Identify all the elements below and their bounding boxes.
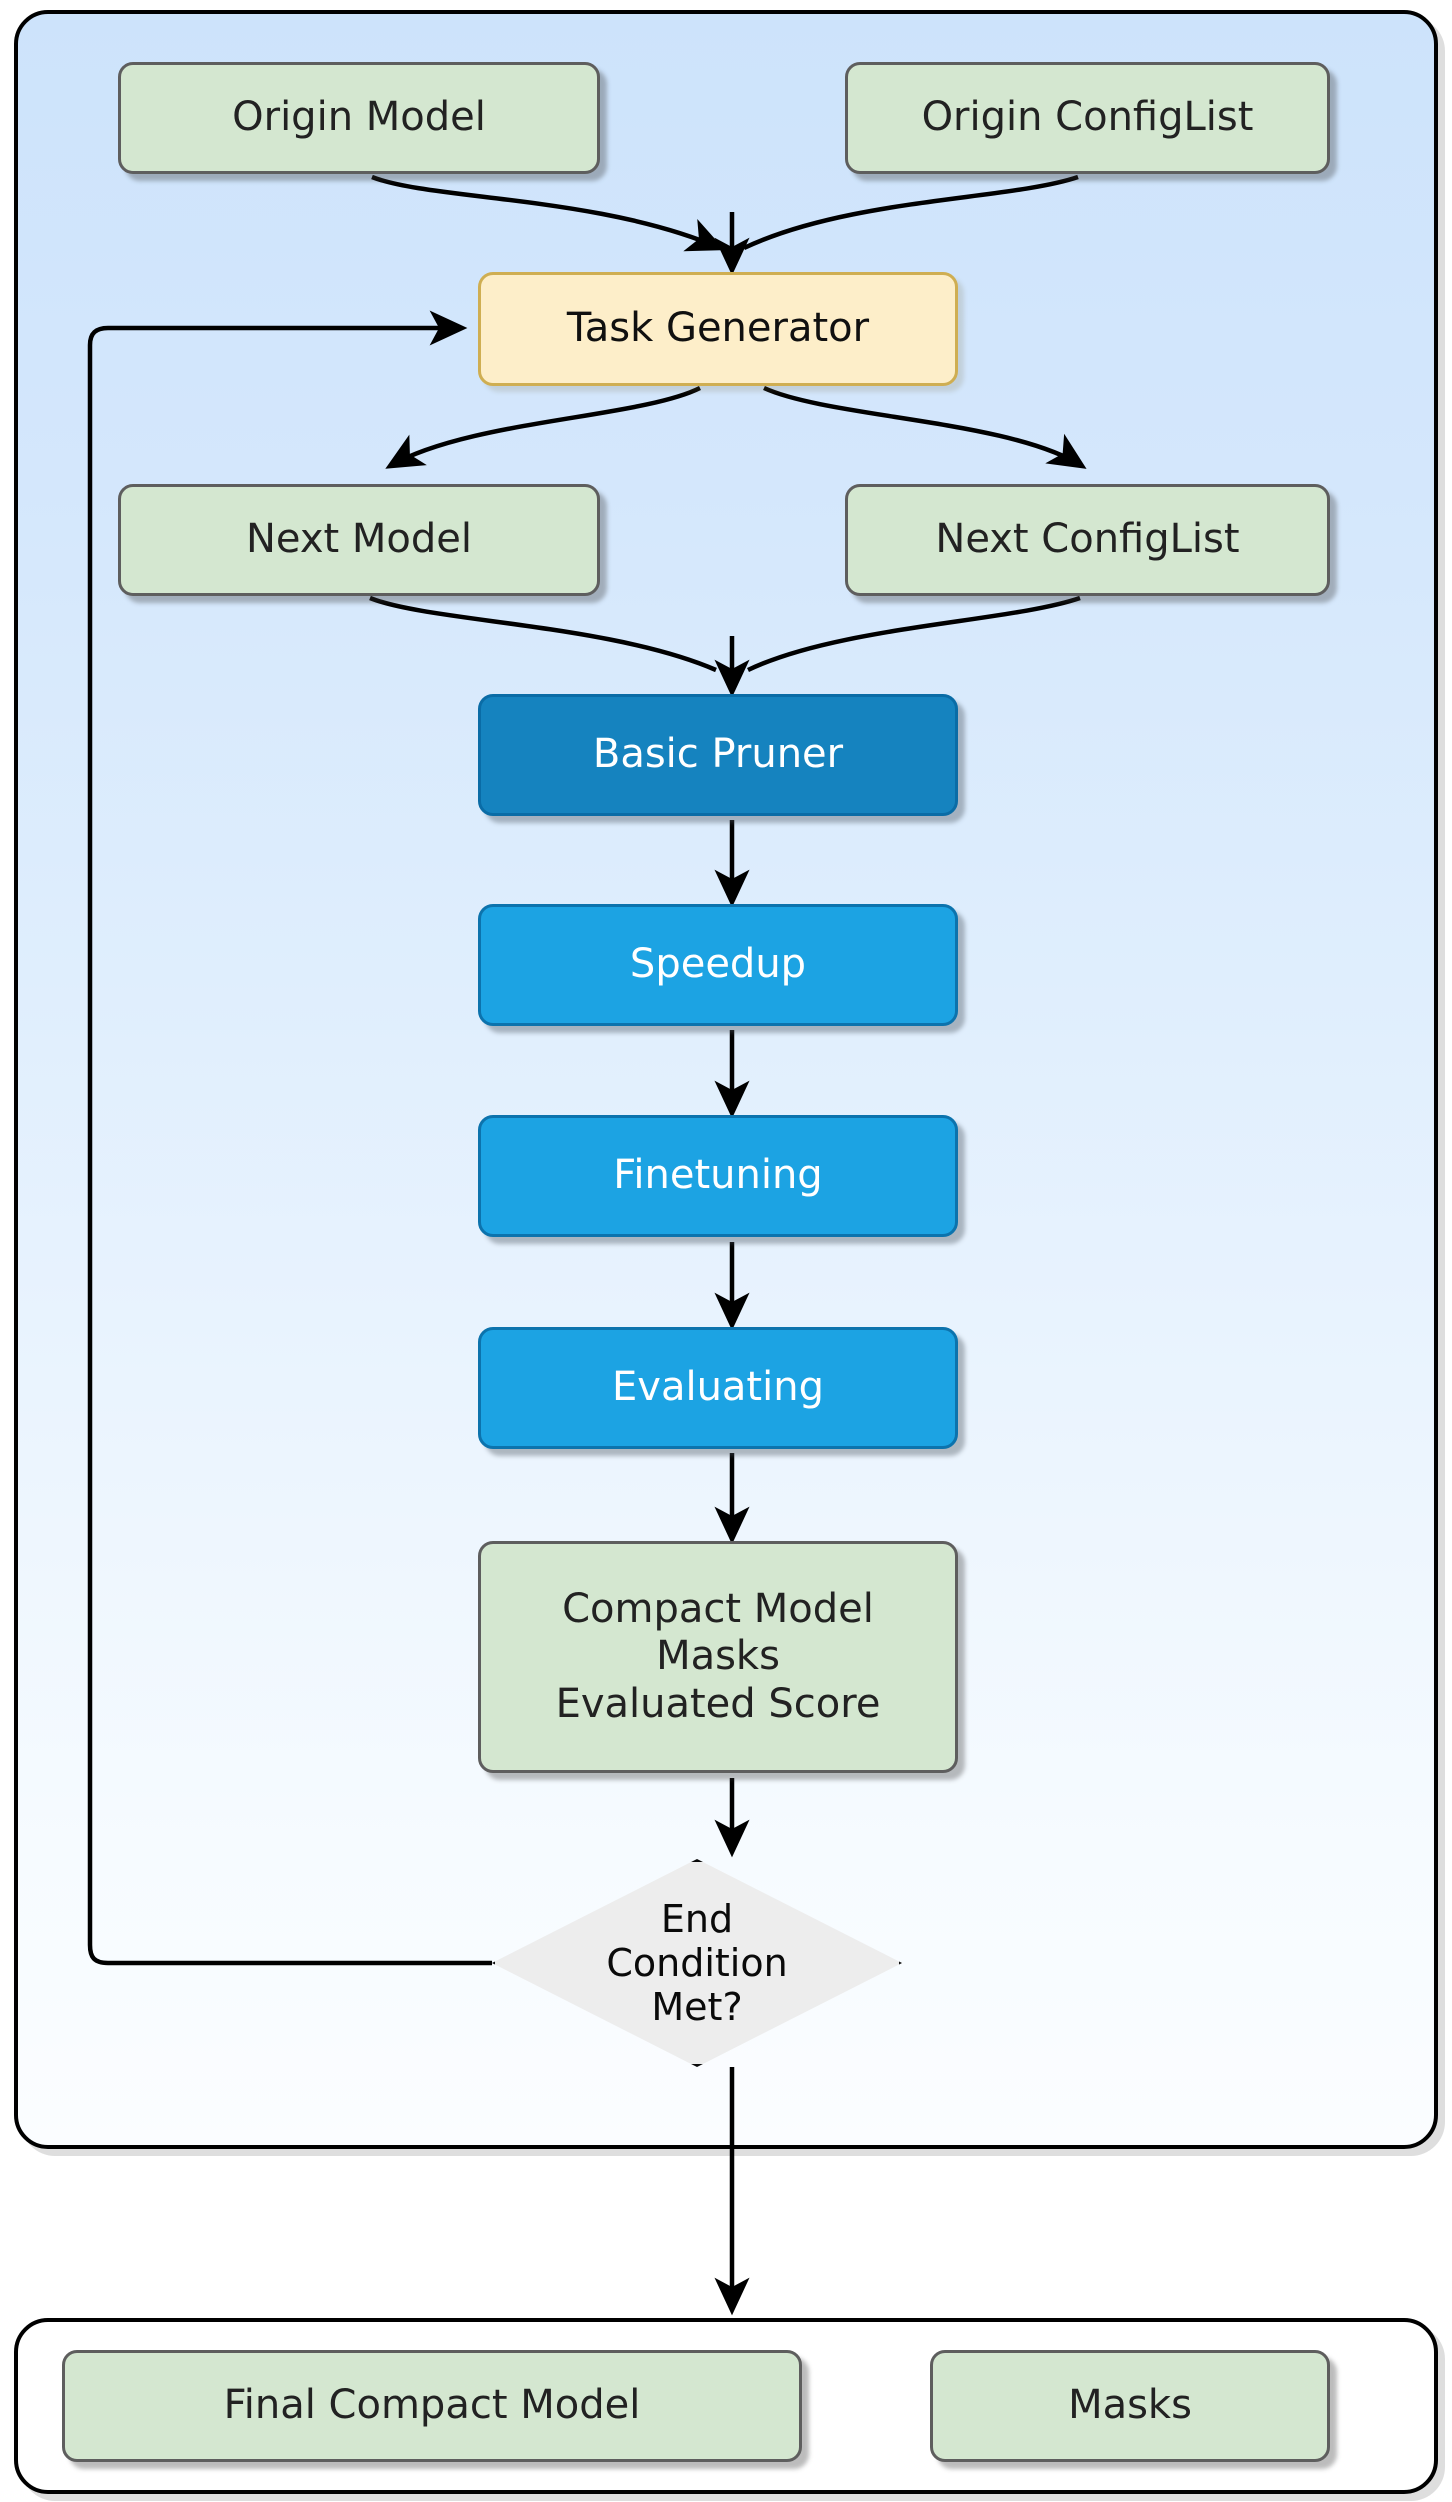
node-speedup-label: Speedup xyxy=(629,941,807,988)
node-final-compact-model-label: Final Compact Model xyxy=(223,2382,641,2429)
node-evaluating-label: Evaluating xyxy=(612,1364,824,1411)
node-next-configlist-label: Next ConfigList xyxy=(935,516,1240,563)
node-end-condition-label: End Condition Met? xyxy=(606,1896,788,2030)
node-basic-pruner-label: Basic Pruner xyxy=(592,731,844,778)
node-next-model[interactable]: Next Model xyxy=(118,484,600,596)
edge-task-generator-to-next-model xyxy=(385,385,702,469)
node-finetuning-label: Finetuning xyxy=(613,1152,823,1199)
edge-end-condition-loop-to-task-generator xyxy=(87,310,492,1966)
node-basic-pruner[interactable]: Basic Pruner xyxy=(478,694,958,816)
node-origin-configlist-label: Origin ConfigList xyxy=(921,94,1254,141)
node-compact-results[interactable]: Compact Model Masks Evaluated Score xyxy=(478,1541,958,1773)
node-masks[interactable]: Masks xyxy=(930,2350,1330,2462)
node-origin-model-label: Origin Model xyxy=(232,94,486,141)
node-compact-results-label: Compact Model Masks Evaluated Score xyxy=(555,1586,881,1727)
node-finetuning[interactable]: Finetuning xyxy=(478,1115,958,1237)
node-final-compact-model[interactable]: Final Compact Model xyxy=(62,2350,802,2462)
node-masks-label: Masks xyxy=(1068,2382,1192,2429)
node-origin-model[interactable]: Origin Model xyxy=(118,62,600,174)
node-evaluating[interactable]: Evaluating xyxy=(478,1327,958,1449)
node-task-generator-label: Task Generator xyxy=(566,305,870,352)
edge-next-model-to-basic-pruner xyxy=(369,595,717,673)
node-speedup[interactable]: Speedup xyxy=(478,904,958,1026)
node-task-generator[interactable]: Task Generator xyxy=(478,272,958,386)
node-next-model-label: Next Model xyxy=(246,516,472,563)
edge-origin-model-to-task-generator xyxy=(371,174,725,252)
node-origin-configlist[interactable]: Origin ConfigList xyxy=(845,62,1330,174)
edge-task-generator-to-next-configlist xyxy=(763,385,1087,469)
node-next-configlist[interactable]: Next ConfigList xyxy=(845,484,1330,596)
edge-origin-configlist-to-task-generator xyxy=(743,174,1079,251)
edge-next-configlist-to-basic-pruner xyxy=(747,595,1081,673)
node-end-condition[interactable]: End Condition Met? xyxy=(492,1859,902,2067)
